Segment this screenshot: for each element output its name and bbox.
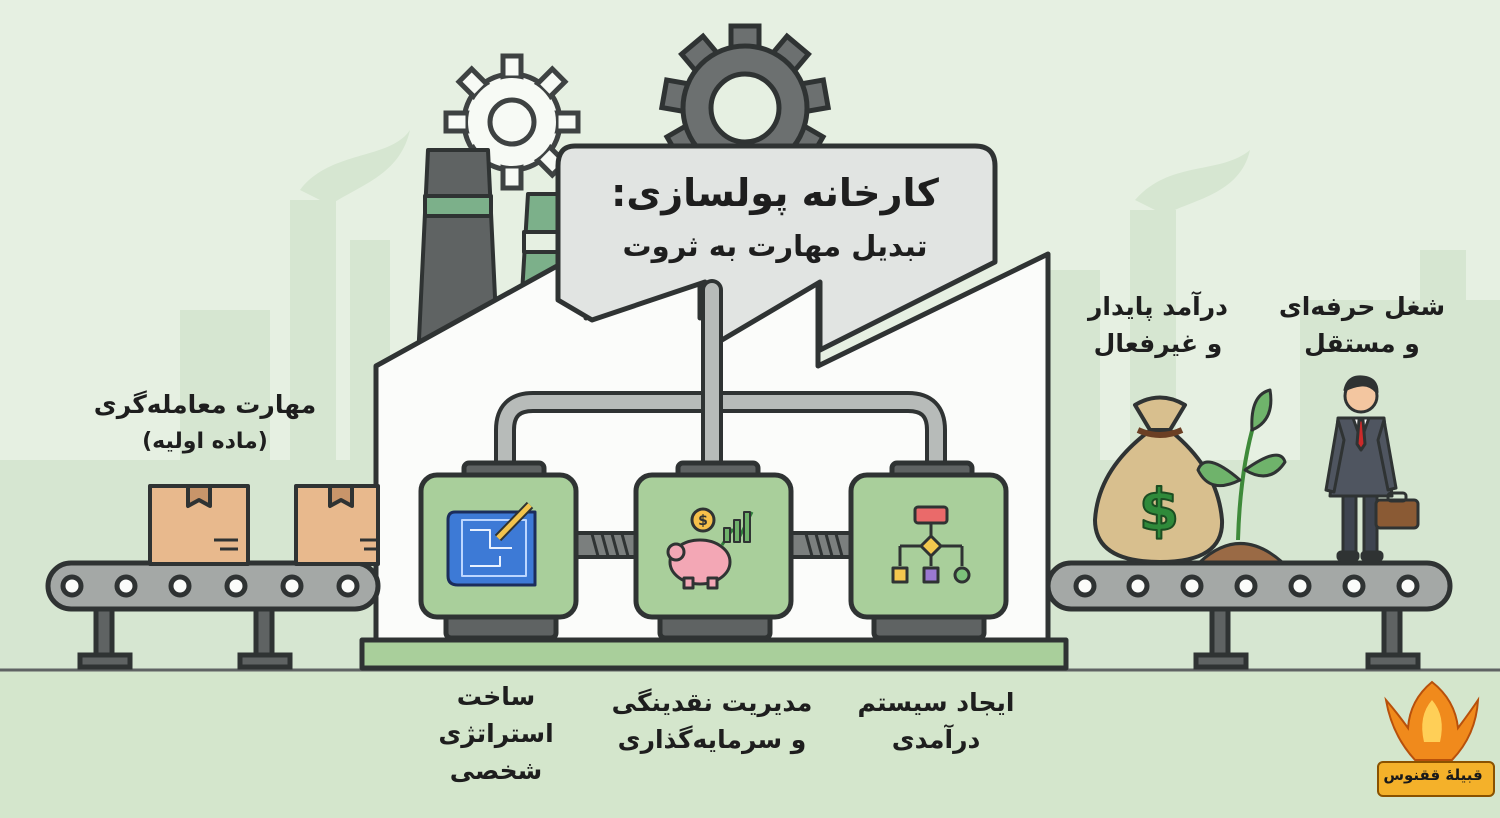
input-label: مهارت معامله‌گری (ماده اولیه) [40, 386, 370, 460]
stage-label-finance: مدیریت نقدینگی و سرمایه‌گذاری [592, 684, 832, 758]
screw-threads [590, 533, 844, 557]
output-label-career: شغل حرفه‌ای و مستقل [1262, 288, 1462, 362]
stage-strategy-line2: استراتژی [438, 719, 554, 748]
diagram-subtitle: تبدیل مهارت به ثروت [622, 229, 928, 263]
logo-text: قبیلهٔ ققنوس [1383, 766, 1483, 784]
stage-system-line1: ایجاد سیستم [857, 688, 1015, 717]
plant-sprout-icon [1196, 388, 1287, 564]
stage-finance-line1: مدیریت نقدینگی [611, 688, 813, 717]
output-income-line2: و غیرفعال [1093, 329, 1223, 358]
output-income-line1: درآمد پایدار [1088, 292, 1228, 321]
phoenix-logo [1377, 680, 1495, 797]
pipes [494, 279, 947, 559]
stage-system-line2: درآمدی [891, 725, 981, 754]
stage-strategy-line1: ساخت [456, 682, 536, 711]
diagram-title: کارخانه پولسازی: [611, 171, 939, 215]
stage-finance-line2: و سرمایه‌گذاری [617, 725, 807, 754]
stage-label-system: ایجاد سیستم درآمدی [826, 684, 1046, 758]
right-conveyor-belt [1045, 560, 1453, 670]
input-label-line1: مهارت معامله‌گری [93, 390, 317, 419]
ground [0, 670, 1500, 818]
blueprint-icon [446, 501, 537, 587]
title-sign [555, 143, 998, 353]
stage-strategy-line3: شخصی [449, 756, 543, 785]
output-career-line2: و مستقل [1304, 329, 1420, 358]
output-label-income: درآمد پایدار و غیرفعال [1058, 288, 1258, 362]
cardboard-box-icon-2 [294, 484, 380, 566]
cardboard-box-icon [148, 484, 250, 566]
piggy-bank-icon: $ [666, 507, 754, 590]
input-label-line2: (ماده اولیه) [142, 429, 268, 454]
flowchart-icon [891, 505, 971, 584]
stage-label-strategy: ساخت استراتژی شخصی [396, 678, 596, 789]
businessman-icon [1324, 375, 1420, 562]
svg-text:$: $ [1139, 476, 1179, 544]
svg-text:$: $ [698, 513, 708, 529]
output-career-line1: شغل حرفه‌ای [1278, 292, 1446, 321]
